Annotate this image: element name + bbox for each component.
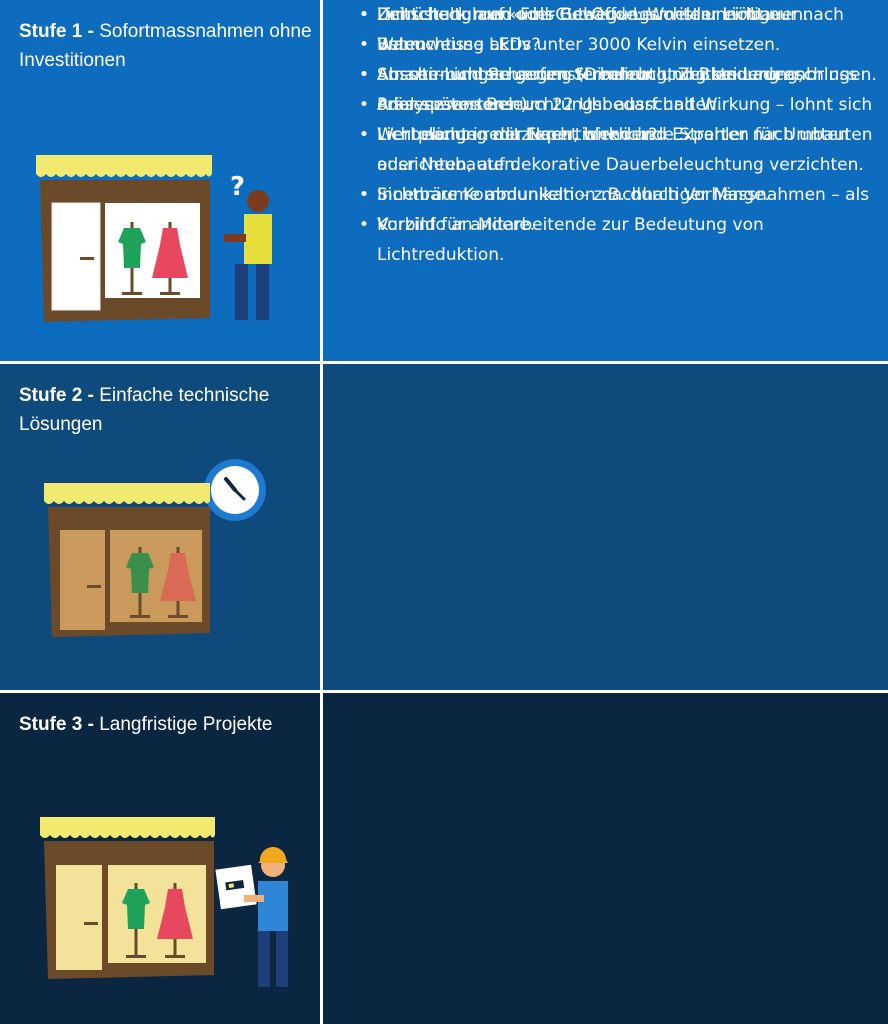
stage-3-content-cell bbox=[323, 693, 888, 1024]
person-icon bbox=[247, 190, 269, 212]
list-item: Smarte Lichtsteuerung (Dimmung, Zeitsteu… bbox=[359, 60, 883, 120]
stage-3-title: Langfristige Projekte bbox=[99, 714, 273, 735]
list-item: Sichtbare Kommunikation nachhaltiger Mas… bbox=[359, 180, 883, 240]
clock-icon bbox=[204, 459, 266, 521]
list-item: Lichtplanung mit Expertinnen und Experte… bbox=[359, 120, 883, 180]
stage-2-heading: Stufe 2 - Einfache technische Lösungen bbox=[19, 381, 314, 439]
stage-3-heading: Stufe 3 - Langfristige Projekte bbox=[19, 710, 314, 739]
shop-icon bbox=[44, 459, 266, 637]
stage-2-title: Einfache technische Lösungen bbox=[19, 385, 270, 435]
shop-icon bbox=[40, 817, 288, 987]
stage-2-label: Stufe 2 - bbox=[19, 385, 94, 406]
stage-1-heading: Stufe 1 - Sofortmassnahmen ohne Investit… bbox=[19, 17, 314, 75]
stage-3-illustration bbox=[30, 815, 295, 995]
question-mark: ? bbox=[230, 172, 245, 202]
stage-2-illustration bbox=[30, 455, 280, 645]
stage-3-bullet-list: Umrüstung auf «Full-Cut-Off»-Leuchten: L… bbox=[323, 0, 883, 240]
plan-document-icon bbox=[215, 864, 257, 910]
stage-2-content-cell bbox=[323, 364, 888, 690]
stage-3-label: Stufe 3 - bbox=[19, 714, 94, 735]
stage-1-illustration: ? bbox=[30, 150, 290, 325]
stage-1-label: Stufe 1 - bbox=[19, 21, 94, 42]
stage-1-title: Sofortmassnahmen ohne Investitionen bbox=[19, 21, 312, 71]
list-item: Umrüstung auf «Full-Cut-Off»-Leuchten: L… bbox=[359, 0, 883, 60]
bullet-column: Lichtcheck rund ums Gebäude: Wo ist unnö… bbox=[323, 0, 888, 1024]
shop-icon: ? bbox=[36, 155, 272, 322]
